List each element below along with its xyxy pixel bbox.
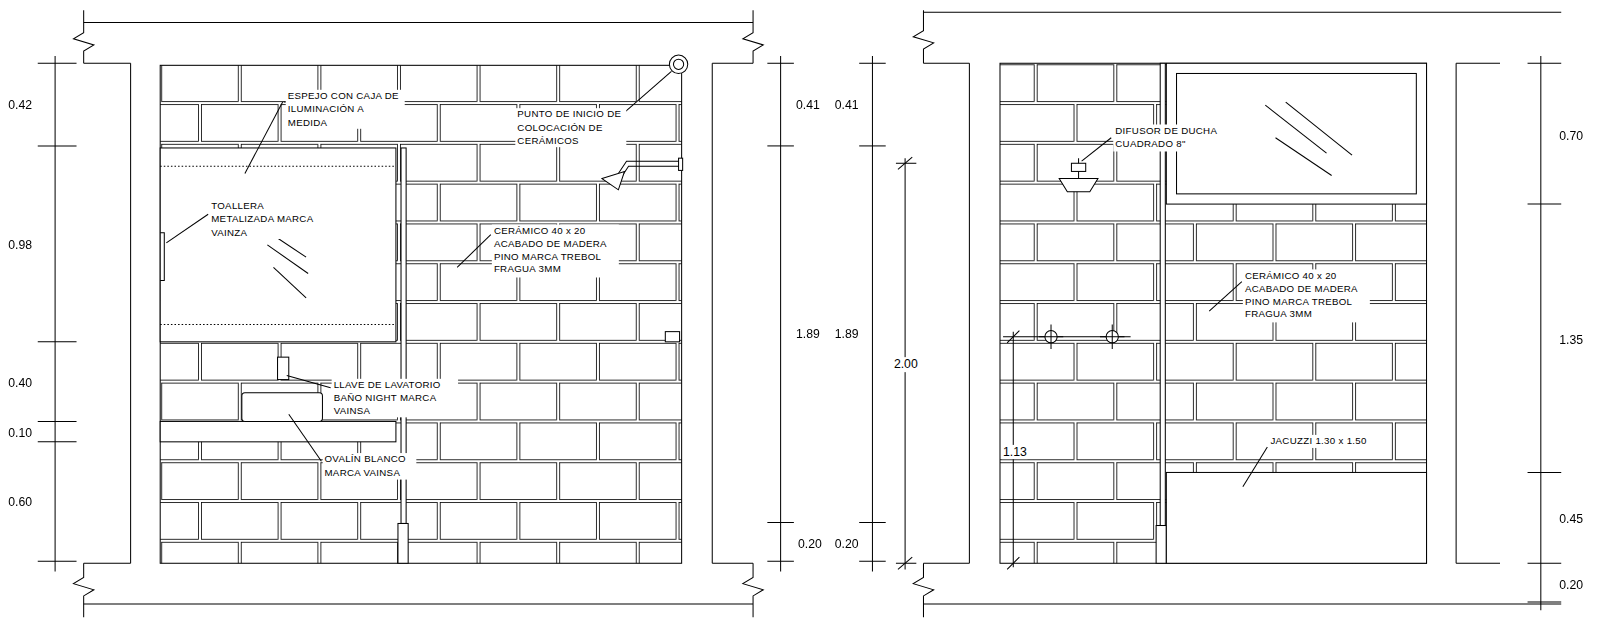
callout-note: TOALLERA METALIZADA MARCA VAINZA [209, 200, 323, 239]
dimension-text: 0.41 [796, 98, 820, 112]
callout-note: PUNTO DE INICIO DE COLOCACIÓN DE CERÁMIC… [515, 108, 625, 147]
callout-note: OVALÍN BLANCO MARCA VAINSA [322, 453, 416, 479]
callout-note: LLAVE DE LAVATORIO BAÑO NIGHT MARCA VAIN… [332, 379, 459, 418]
dimension-text: 0.10 [8, 426, 32, 440]
tile-wall [1000, 63, 1427, 563]
dimension-text: 0.20 [1559, 578, 1583, 592]
dimension-text: 0.40 [8, 376, 32, 390]
callout-note: CERÁMICO 40 x 20 ACABADO DE MADERA PINO … [492, 224, 619, 276]
dimension-text: 1.35 [1559, 333, 1583, 347]
dimension-text: 0.20 [835, 537, 859, 551]
start-point-symbol [673, 59, 683, 69]
shower-controls [1003, 324, 1131, 348]
dimension-text: 0.42 [8, 98, 32, 112]
callout-note: JACUZZI 1.30 x 1.50 [1268, 435, 1368, 448]
tile-wall [160, 65, 681, 563]
wall-frame [73, 10, 763, 617]
dimension-text: 0.20 [798, 537, 822, 551]
mirror [160, 148, 396, 342]
dimension-text: 1.89 [796, 327, 820, 341]
callout-note: ESPEJO CON CAJA DE ILUMINACIÓN A MEDIDA [286, 90, 404, 129]
dimension-text: 0.98 [8, 238, 32, 252]
leader-lines [1082, 138, 1268, 487]
leader-lines [166, 71, 671, 461]
dimension-text: 0.60 [8, 495, 32, 509]
wall-frame [913, 10, 1561, 617]
shower-diffuser [1059, 158, 1098, 192]
callout-note: DIFUSOR DE DUCHA CUADRADO 8" [1113, 124, 1244, 150]
dimension-lines [38, 56, 1561, 610]
dimension-text: 0.41 [835, 98, 859, 112]
shower-screen [398, 148, 408, 563]
dimension-text: 2.00 [893, 357, 919, 371]
callout-note: CERÁMICO 40 x 20 ACABADO DE MADERA PINO … [1243, 269, 1370, 321]
dimension-text: 0.45 [1559, 512, 1583, 526]
dimension-text: 1.89 [835, 327, 859, 341]
jacuzzi [1166, 472, 1426, 563]
dimension-text: 1.13 [1002, 445, 1028, 459]
start-point-symbol [669, 55, 687, 73]
dimension-text: 0.70 [1559, 129, 1583, 143]
